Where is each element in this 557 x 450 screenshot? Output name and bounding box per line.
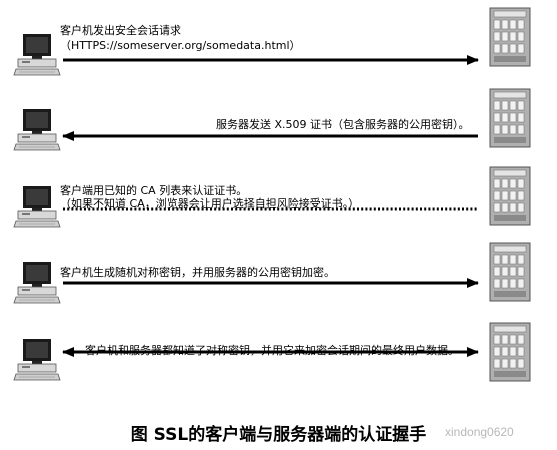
step-1-label-line-1: 客户机发出安全会话请求 xyxy=(60,24,181,37)
server-icon xyxy=(489,322,531,382)
watermark: xindong0620 xyxy=(445,425,514,439)
server-icon xyxy=(489,166,531,226)
step-3-label-line-1: 客户端用已知的 CA 列表来认证证书。 xyxy=(60,184,248,197)
server-icon xyxy=(489,88,531,148)
client-computer-icon xyxy=(13,33,61,76)
client-computer-icon xyxy=(13,185,61,228)
step-4-label: 客户机生成随机对称密钥，并用服务器的公用密钥加密。 xyxy=(60,266,335,279)
server-icon xyxy=(489,242,531,302)
client-computer-icon xyxy=(13,108,61,151)
step-1-label-line-2: （HTTPS://someserver.org/somedata.html） xyxy=(60,39,301,52)
figure-caption: 图 SSL的客户端与服务器端的认证握手 xyxy=(130,425,427,445)
server-icon xyxy=(489,7,531,67)
step-5-label: 客户机和服务器都知道了对称密钥，并用它来加密会话期间的最终用户数据。 xyxy=(85,344,459,357)
step-2-label: 服务器发送 X.509 证书（包含服务器的公用密钥）。 xyxy=(216,118,470,131)
client-computer-icon xyxy=(13,261,61,304)
step-3-label-line-2: （如果不知道 CA，浏览器会让用户选择自担风险接受证书。） xyxy=(60,197,360,210)
client-computer-icon xyxy=(13,338,61,381)
